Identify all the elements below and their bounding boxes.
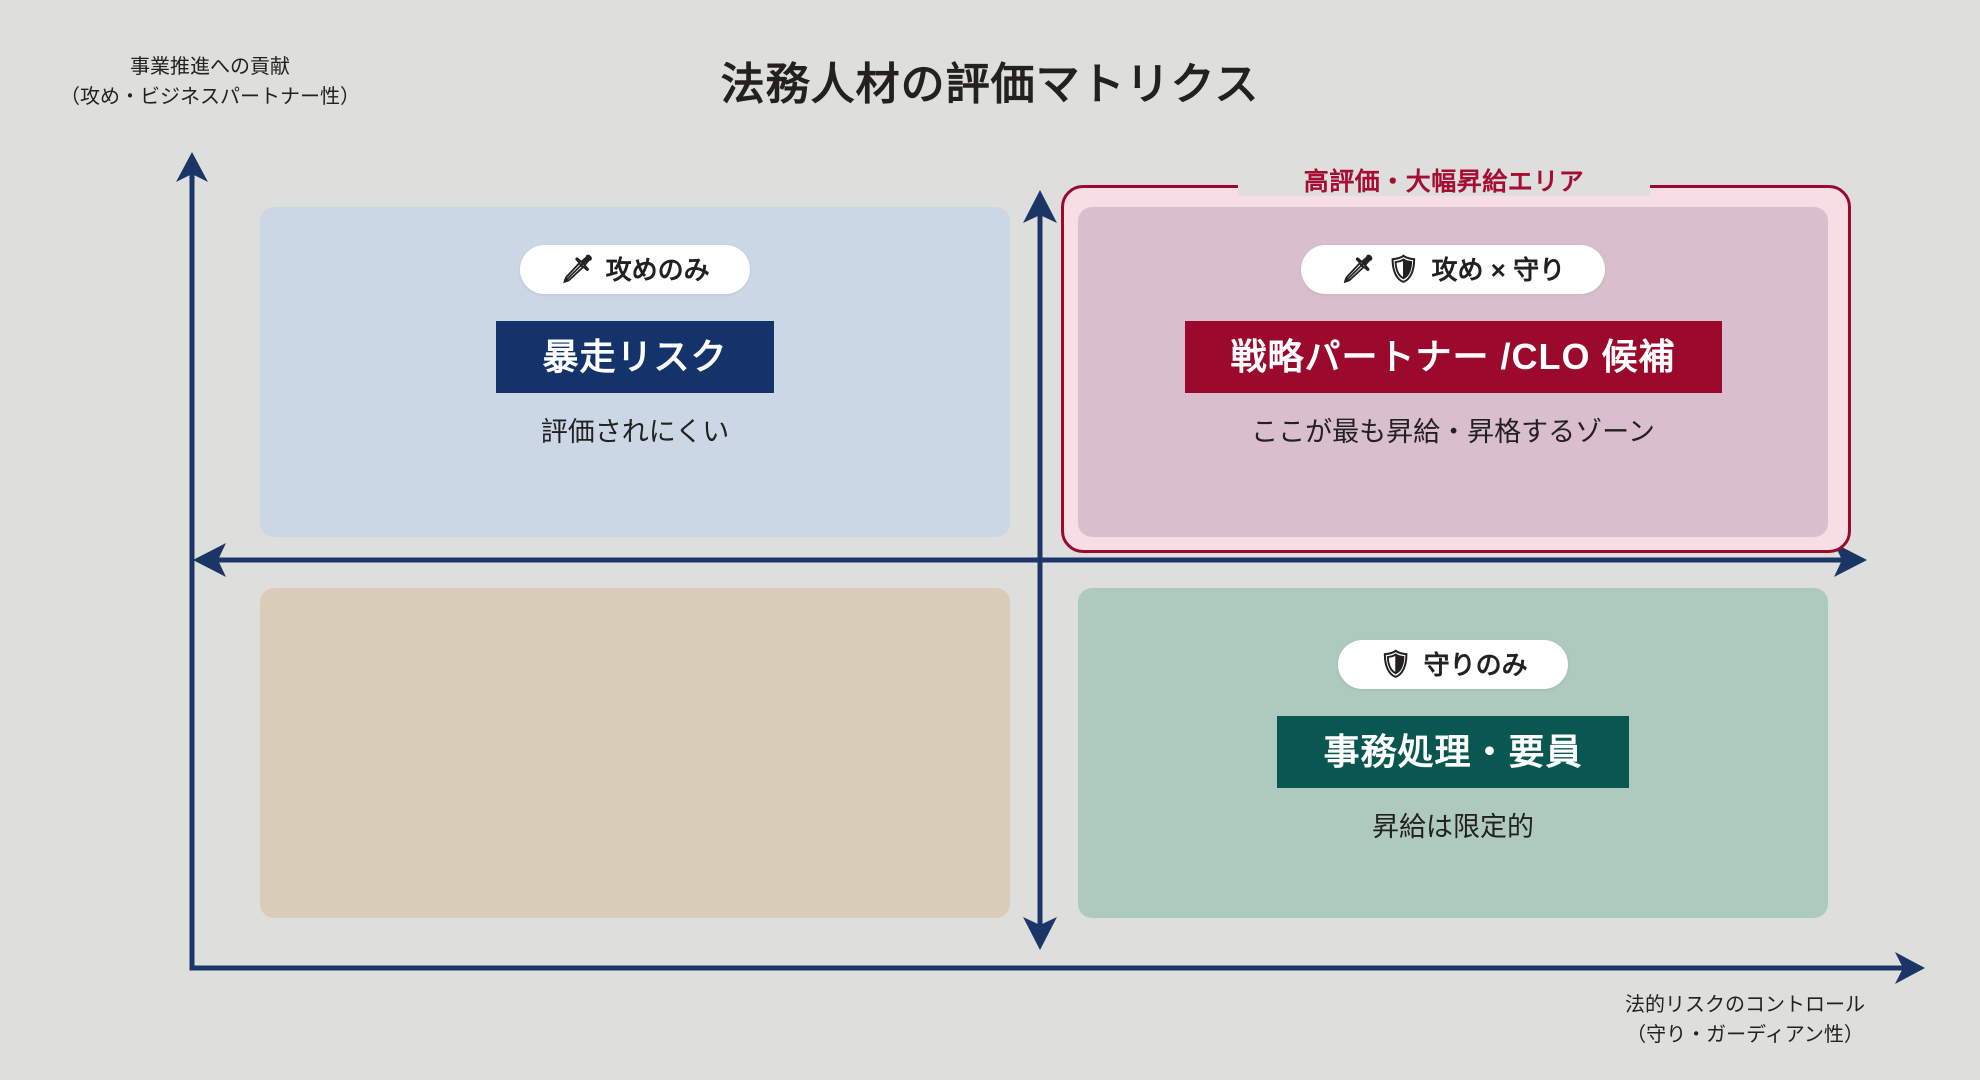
quadrant-top-left-label: 暴走リスク [496,321,774,393]
shield-icon: 🛡 [1386,254,1421,284]
x-axis-label-line2: （守り・ガーディアン性） [1626,1024,1864,1046]
quadrant-top-left-tag: 🗡 攻めのみ [520,245,750,294]
quadrant-bottom-right: 🛡 守りのみ 事務処理・要員 昇給は限定的 [1078,640,1828,845]
quadrant-top-left-tag-label: 攻めのみ [605,254,710,285]
highlight-label: 高評価・大幅昇給エリア [1303,168,1585,196]
quadrant-top-right-label: 戦略パートナー /CLO 候補 [1184,321,1722,393]
quadrant-top-right-caption: ここが最も昇給・昇格するゾーン [1251,416,1655,447]
quadrant-bottom-right-label: 事務処理・要員 [1277,716,1629,788]
horizontal-divider-arrow-left [193,543,226,577]
y-axis-label: 事業推進への貢献 （攻め・ビジネスパートナー性） [60,52,360,112]
quadrant-bottom-right-tag-label: 守りのみ [1423,649,1528,680]
dagger-icon: 🗡 [1340,254,1376,284]
y-axis-arrowhead [176,152,208,182]
quadrant-bottom-left-panel [260,588,1010,918]
x-axis-arrowhead [1895,952,1925,984]
quadrant-top-left-caption: 評価されにくい [540,416,730,447]
quadrant-bottom-right-caption: 昇給は限定的 [1372,811,1534,842]
vertical-divider-arrow-top [1023,190,1057,223]
shield-icon: 🛡 [1378,649,1413,679]
quadrant-top-right-tag: 🗡 🛡 攻め × 守り [1300,245,1606,294]
x-axis-label: 法的リスクのコントロール （守り・ガーディアン性） [1535,990,1955,1050]
vertical-divider-arrow-bottom [1023,917,1057,950]
y-axis-label-line2: （攻め・ビジネスパートナー性） [60,86,360,108]
y-axis-label-line1: 事業推進への貢献 [130,56,290,78]
quadrant-bottom-right-tag: 🛡 守りのみ [1338,640,1568,689]
quadrant-top-right: 🗡 🛡 攻め × 守り 戦略パートナー /CLO 候補 ここが最も昇給・昇格する… [1078,245,1828,450]
quadrant-top-left: 🗡 攻めのみ 暴走リスク 評価されにくい [260,245,1010,450]
highlight-frame-gap [1238,178,1650,196]
x-axis-label-line1: 法的リスクのコントロール [1625,994,1865,1016]
dagger-icon: 🗡 [560,254,595,284]
page-title: 法務人材の評価マトリクス [720,60,1260,109]
quadrant-top-right-tag-label: 攻め × 守り [1431,254,1566,285]
